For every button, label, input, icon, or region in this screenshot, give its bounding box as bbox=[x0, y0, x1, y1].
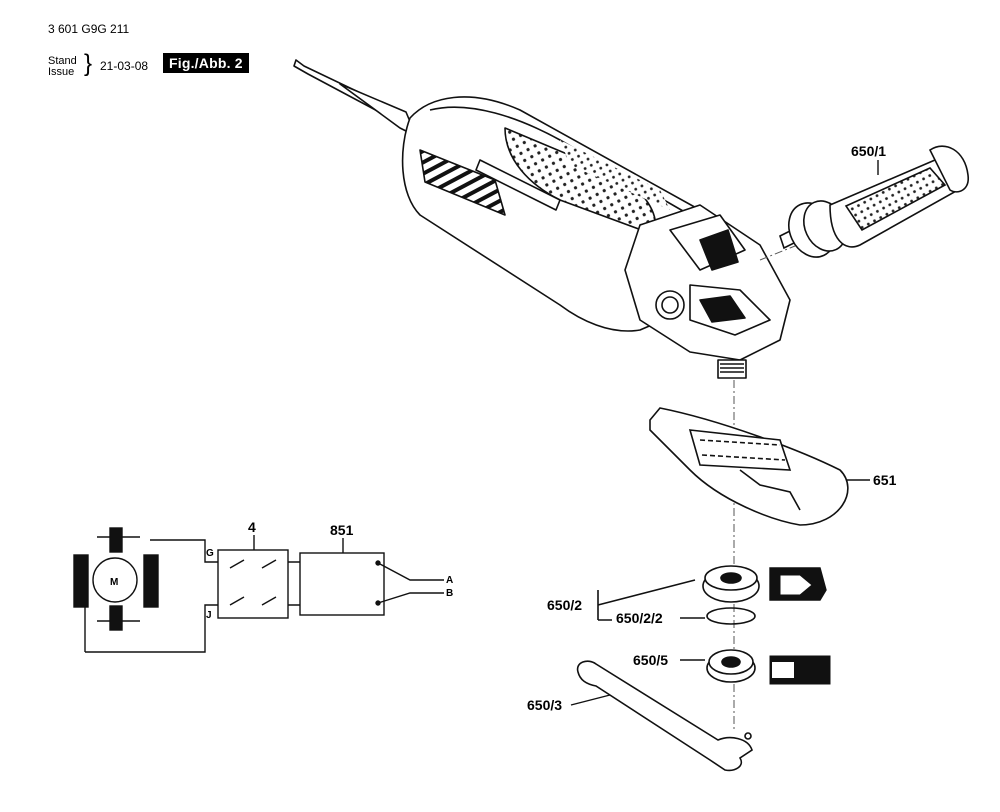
terminal-g: G bbox=[206, 548, 214, 559]
label-851: 851 bbox=[330, 522, 354, 538]
issue-label: Issue bbox=[48, 66, 75, 78]
label-650-2: 650/2 bbox=[547, 597, 582, 613]
spindle bbox=[717, 359, 747, 379]
stand-issue-label: Stand Issue bbox=[48, 56, 77, 78]
terminal-a: A bbox=[446, 575, 453, 586]
issue-date: 21-03-08 bbox=[100, 59, 149, 73]
side-handle bbox=[779, 145, 969, 258]
label-4: 4 bbox=[248, 519, 256, 535]
label-650-2-2: 650/2/2 bbox=[616, 610, 663, 626]
document-number: 3 601 G9G 211 bbox=[48, 22, 130, 36]
flange-ring bbox=[706, 607, 756, 625]
label-651: 651 bbox=[873, 472, 897, 488]
terminal-b: B bbox=[446, 588, 453, 599]
wheel-guard bbox=[649, 407, 849, 526]
figure-label: Fig./Abb. 2 bbox=[163, 53, 249, 73]
terminal-j: J bbox=[206, 610, 212, 621]
label-650-3: 650/3 bbox=[527, 697, 562, 713]
motor-label: M bbox=[110, 577, 118, 588]
vent-slots bbox=[419, 149, 506, 216]
angle-grinder bbox=[293, 59, 801, 730]
backing-flange bbox=[702, 565, 760, 603]
stand-label: Stand bbox=[48, 55, 77, 67]
switch-slider bbox=[475, 159, 561, 211]
label-650-5: 650/5 bbox=[633, 652, 668, 668]
pin-spanner bbox=[576, 660, 753, 772]
wiring-diagram bbox=[73, 527, 444, 653]
label-650-1: 650/1 bbox=[851, 143, 886, 159]
brace-glyph: } bbox=[84, 50, 93, 77]
clamp-nut bbox=[706, 649, 756, 683]
